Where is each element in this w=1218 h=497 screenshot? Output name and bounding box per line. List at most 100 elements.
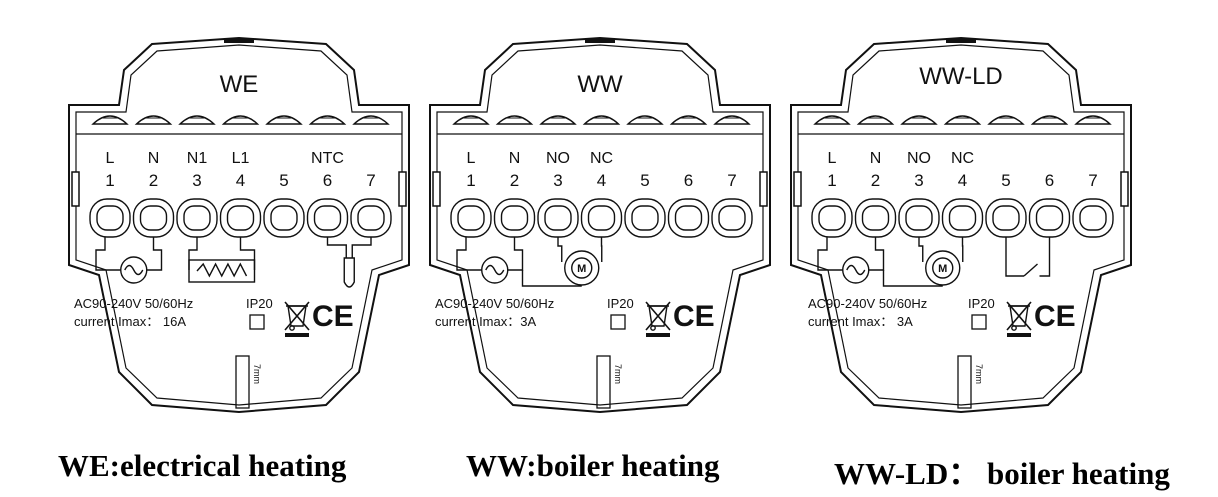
ip-box (249, 314, 265, 330)
terminal-label: L1 (232, 150, 250, 167)
terminal-inner (544, 205, 572, 231)
motor-rotor (932, 257, 954, 279)
motor-rotor (571, 257, 593, 279)
bin-cross-b (1006, 301, 1032, 331)
screw-cap (987, 115, 1025, 125)
ip-box (610, 314, 626, 330)
screw-cap (352, 115, 390, 125)
screw-cap (669, 115, 708, 125)
screw-cap (626, 115, 664, 125)
screw-cap (178, 115, 216, 125)
unit-body (790, 36, 1132, 414)
terminal-inner (270, 205, 298, 231)
wire (188, 237, 198, 270)
wire (326, 237, 347, 258)
strip-length-label: 7mm (974, 364, 984, 384)
terminal-number: 7 (366, 171, 375, 190)
terminal-inner (718, 205, 746, 231)
ac-sine-wave (846, 264, 866, 276)
terminal-outer (350, 198, 392, 238)
terminal-number: 7 (1088, 171, 1097, 190)
wire (1005, 237, 1024, 277)
terminal-number: 1 (827, 171, 836, 190)
terminal-number: 3 (914, 171, 923, 190)
heater-element (188, 259, 256, 283)
wire (521, 270, 582, 287)
terminal-outer (811, 198, 853, 238)
ntc-probe (343, 257, 355, 288)
bin-wheel (650, 325, 656, 331)
wire (868, 237, 885, 271)
terminal-number: 5 (1001, 171, 1010, 190)
screw-cap (539, 115, 577, 125)
terminal-block (811, 198, 1114, 238)
terminal-label: L (106, 150, 115, 167)
motor-letter: M (938, 263, 947, 275)
terminal-inner (948, 205, 977, 231)
terminal-label: NTC (311, 150, 344, 167)
bin-bar (646, 333, 670, 337)
caption-ww-ld: WW-LD： boiler heating (834, 456, 1170, 491)
bin-wheel (1011, 325, 1017, 331)
screw-cap (582, 115, 621, 125)
terminal-outer (711, 198, 753, 238)
ip-rating-label: IP20 (246, 296, 273, 311)
terminal-number: 2 (149, 171, 158, 190)
bin-wheel (289, 325, 295, 331)
ac-source-symbol (120, 256, 148, 284)
terminal-number: 2 (871, 171, 880, 190)
screw-cap (713, 115, 751, 125)
terminal-inner (183, 205, 211, 231)
terminal-inner (992, 205, 1020, 231)
terminal-label: N (870, 150, 882, 167)
terminal-number: 6 (1045, 171, 1054, 190)
screw-row (91, 115, 390, 125)
strip-gauge: 7mm (596, 355, 623, 409)
screw-cap (221, 115, 260, 125)
terminal-label: NC (951, 150, 974, 167)
wire (239, 237, 256, 270)
screw-cap (856, 115, 895, 125)
weee-bin-icon (1006, 301, 1032, 337)
motor-symbol (925, 250, 961, 286)
ac-source-symbol (481, 256, 509, 284)
terminal-number: 1 (105, 171, 114, 190)
terminal-number: 6 (323, 171, 332, 190)
wiring-diagram: M (817, 237, 1051, 287)
screw-cap (134, 115, 173, 125)
heater-zigzag (196, 262, 248, 278)
terminal-outer (132, 198, 175, 238)
wire (882, 270, 943, 287)
wire (557, 237, 563, 262)
screw-cap (943, 115, 982, 125)
terminal-label: L (828, 150, 837, 167)
screw-cap (308, 115, 347, 125)
wire (351, 237, 372, 258)
terminal-outer (1028, 198, 1071, 238)
terminal-outer (537, 198, 579, 238)
terminal-number: 3 (192, 171, 201, 190)
ce-mark: CE (312, 300, 354, 333)
bin-bar (1007, 333, 1031, 337)
terminal-number: 4 (958, 171, 967, 190)
rating-text: AC90-240V 50/60Hz (74, 296, 193, 311)
current-text: current Imax： 16A (74, 314, 186, 329)
terminal-outer (985, 198, 1027, 238)
terminal-inner (818, 205, 846, 231)
terminal-inner (357, 205, 385, 231)
unit-body (429, 36, 771, 414)
caption-ww: WW:boiler heating (466, 448, 720, 483)
terminal-number: 5 (279, 171, 288, 190)
terminal-block (89, 198, 392, 238)
terminal-number: 6 (684, 171, 693, 190)
terminal-number: 3 (553, 171, 562, 190)
terminal-inner (1035, 205, 1064, 231)
screw-cap (452, 115, 490, 125)
terminal-label: N1 (187, 150, 208, 167)
strip-gauge: 7mm (235, 355, 262, 409)
motor-symbol (564, 250, 600, 286)
ac-sine-wave (485, 264, 505, 276)
terminal-inner (631, 205, 659, 231)
